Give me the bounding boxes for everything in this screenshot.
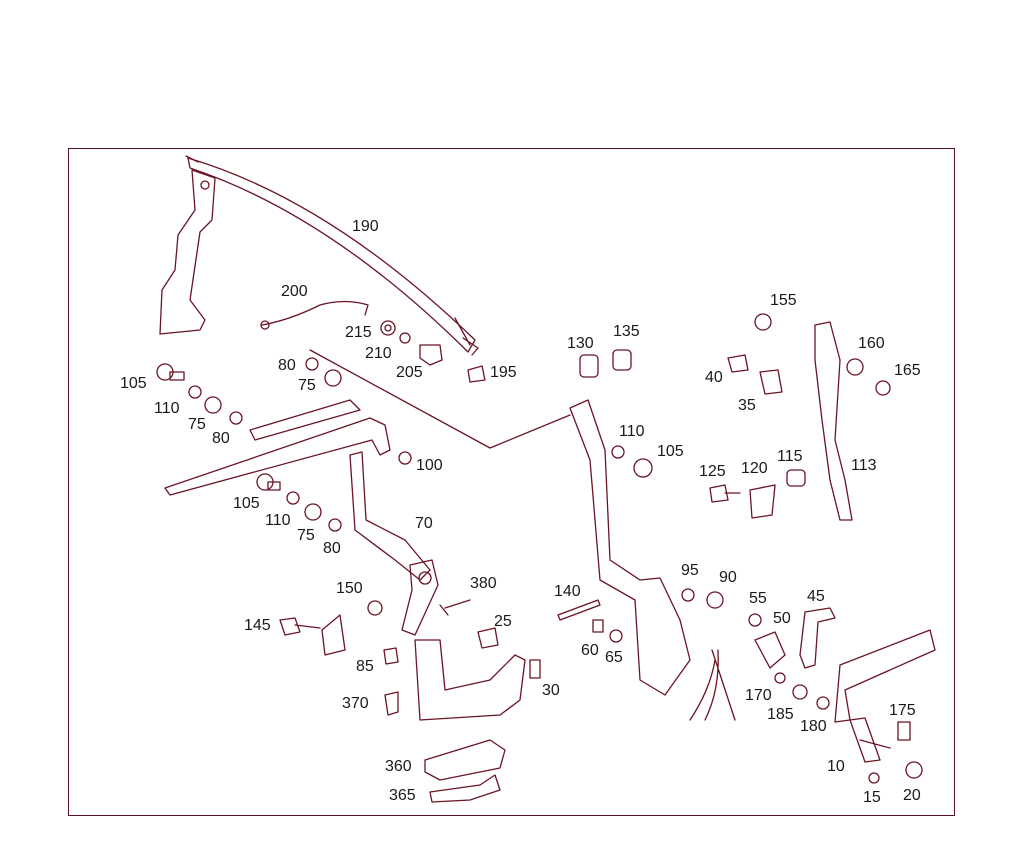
callout-105a: 105: [120, 375, 147, 392]
callout-110a: 110: [154, 400, 180, 417]
left-fasteners: [156, 357, 412, 465]
callout-170: 170: [745, 687, 772, 704]
part-140-pin: [557, 599, 601, 621]
callout-125: 125: [699, 463, 726, 480]
callout-20: 20: [903, 787, 921, 804]
callout-50: 50: [773, 610, 791, 627]
callout-45: 45: [807, 588, 825, 605]
callout-95: 95: [681, 562, 699, 579]
part-365-plate: [429, 774, 501, 803]
callout-110c: 110: [619, 423, 645, 440]
part-lower-bracket: [414, 639, 526, 721]
callout-130: 130: [567, 335, 594, 352]
part-left-bracket: [159, 169, 216, 335]
callout-40: 40: [705, 369, 723, 386]
part-left-arm: [164, 417, 391, 496]
callout-135: 135: [613, 323, 640, 340]
part-center-link: [569, 399, 691, 696]
callout-60: 60: [581, 642, 599, 659]
callout-120: 120: [741, 460, 768, 477]
callout-100: 100: [416, 457, 443, 474]
callout-105c: 105: [657, 443, 684, 460]
callout-190: 190: [352, 218, 379, 235]
part-113-rail: [814, 321, 853, 521]
callout-165: 165: [894, 362, 921, 379]
part-360-plate: [424, 739, 506, 781]
callout-360: 360: [385, 758, 412, 775]
callout-210: 210: [365, 345, 392, 362]
callout-85: 85: [356, 658, 374, 675]
callout-80a: 80: [278, 357, 296, 374]
callout-160: 160: [858, 335, 885, 352]
part-10-link: [849, 717, 891, 763]
callout-105b: 105: [233, 495, 260, 512]
callout-370: 370: [342, 695, 369, 712]
part-200-cable: [261, 300, 369, 326]
callout-80b: 80: [212, 430, 230, 447]
callout-185: 185: [767, 706, 794, 723]
callout-15: 15: [863, 789, 881, 806]
callout-70: 70: [415, 515, 433, 532]
callout-180: 180: [800, 718, 827, 735]
callout-155: 155: [770, 292, 797, 309]
callout-80c: 80: [323, 540, 341, 557]
callout-55: 55: [749, 590, 767, 607]
callout-195: 195: [490, 364, 517, 381]
callout-35: 35: [738, 397, 756, 414]
callout-90: 90: [719, 569, 737, 586]
callout-205: 205: [396, 364, 423, 381]
callout-175: 175: [889, 702, 916, 719]
callout-113: 113: [851, 457, 877, 474]
diagram-frame: [68, 148, 955, 816]
callout-150: 150: [336, 580, 363, 597]
callout-380: 380: [470, 575, 497, 592]
part-190-bar: [185, 155, 479, 356]
callout-10: 10: [827, 758, 845, 775]
center-link-line: [309, 349, 571, 449]
callout-365: 365: [389, 787, 416, 804]
callout-30: 30: [542, 682, 560, 699]
callout-215: 215: [345, 324, 372, 341]
callout-75a: 75: [298, 377, 316, 394]
callout-65: 65: [605, 649, 623, 666]
callout-75b: 75: [188, 416, 206, 433]
callout-115: 115: [777, 448, 803, 465]
callout-200: 200: [281, 283, 308, 300]
callout-140: 140: [554, 583, 581, 600]
part-right-arm: [834, 629, 936, 723]
part-70-link: [349, 451, 431, 581]
callout-75c: 75: [297, 527, 315, 544]
callout-25: 25: [494, 613, 512, 630]
cable-bundle: [689, 649, 736, 721]
callout-110b: 110: [265, 512, 291, 529]
callout-145: 145: [244, 617, 271, 634]
